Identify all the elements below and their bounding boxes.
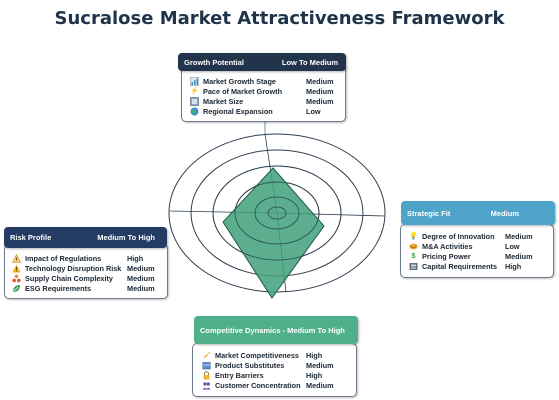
risk-rating: Medium To High [97, 233, 155, 242]
list-item: Market Growth Stage Medium [190, 77, 334, 86]
globe-icon [190, 107, 199, 116]
item-value: Low [505, 242, 520, 251]
item-value: Medium [505, 232, 533, 241]
item-value: High [127, 254, 144, 263]
growth-header: Growth Potential Low To Medium [178, 53, 346, 71]
product-box-icon [202, 361, 211, 370]
supply-chain-icon [12, 274, 21, 283]
item-value: Medium [127, 264, 155, 273]
item-value: High [306, 351, 323, 360]
item-value: Medium [127, 284, 155, 293]
growth-card [181, 64, 346, 122]
handshake-icon [409, 242, 418, 251]
list-item: Impact of Regulations High [12, 254, 143, 263]
list-item: Market Size Medium [190, 97, 334, 106]
item-value: High [505, 262, 522, 271]
market-size-icon [190, 97, 199, 106]
lightning-icon: ⚡ [190, 88, 199, 95]
strategic-header: Strategic Fit Medium [401, 201, 555, 225]
list-item: Technology Disruption Risk Medium [12, 264, 155, 273]
item-value: High [306, 371, 323, 380]
item-value: Medium [306, 87, 334, 96]
item-value: Medium [306, 381, 334, 390]
radar-area [222, 167, 325, 299]
list-item: ⚡ Pace of Market Growth Medium [190, 87, 334, 96]
list-item: Regional Expansion Low [190, 107, 321, 116]
page-title: Sucralose Market Attractiveness Framewor… [54, 8, 505, 29]
strategic-rating: Medium [490, 208, 519, 218]
competitive-title: Competitive Dynamics - Medium To High [200, 325, 345, 335]
risk-header: Risk Profile Medium To High [4, 227, 167, 248]
item-value: Medium [306, 361, 334, 370]
growth-rating: Low To Medium [281, 57, 338, 67]
capital-icon [409, 262, 418, 271]
list-item: Entry Barriers High [202, 371, 322, 380]
esg-leaf-icon [12, 284, 21, 293]
bar-chart-icon [190, 77, 199, 86]
strategic-title: Strategic Fit [407, 208, 451, 218]
list-item: Capital Requirements High [409, 262, 521, 271]
competitive-card [192, 343, 357, 397]
growth-title: Growth Potential [184, 57, 244, 67]
regulation-icon [12, 254, 21, 263]
strategic-card [400, 224, 554, 278]
item-value: Medium [306, 77, 334, 86]
item-value: Medium [306, 97, 334, 106]
lock-icon [202, 371, 211, 380]
dollar-icon: $ [411, 253, 416, 260]
list-item: Supply Chain Complexity Medium [12, 274, 155, 283]
ring-1 [168, 133, 386, 293]
list-item: ESG Requirements Medium [12, 284, 155, 293]
warning-icon [12, 264, 21, 273]
list-item: Customer Concentration Medium [202, 381, 334, 390]
lightbulb-icon: 💡 [409, 233, 418, 240]
list-item: M&A Activities Low [409, 242, 520, 251]
item-value: Medium [127, 274, 155, 283]
list-item: Product Substitutes Medium [202, 361, 334, 370]
item-value: Medium [505, 252, 533, 261]
rocket-icon [202, 351, 211, 360]
people-icon [202, 381, 211, 390]
list-item: Market Competitiveness High [202, 351, 322, 360]
list-item: 💡 Degree of Innovation Medium [409, 232, 533, 241]
competitive-header: Competitive Dynamics - Medium To High [194, 316, 358, 344]
item-value: Low [306, 107, 321, 116]
list-item: $ Pricing Power Medium [409, 252, 533, 261]
risk-title: Risk Profile [10, 233, 52, 242]
radar-rings-overlay [212, 165, 342, 261]
